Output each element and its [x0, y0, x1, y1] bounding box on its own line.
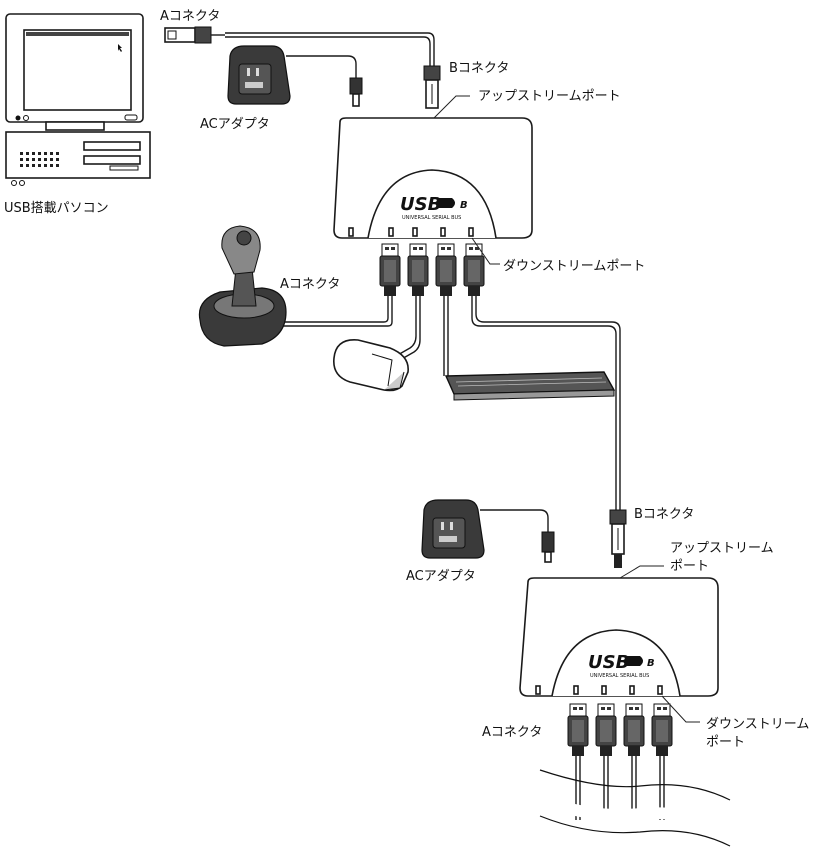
- top-b-connector: [423, 65, 441, 109]
- bottom-downstream-port-label-1: ダウンストリーム: [706, 717, 809, 732]
- top-ac-adapter-label: ACアダプタ: [200, 117, 270, 132]
- top-hub-logo-suffix: B: [460, 200, 468, 211]
- bottom-usb-hub: USB B UNIVERSAL SERIAL BUS: [519, 577, 719, 697]
- top-usb-hub: USB B UNIVERSAL SERIAL BUS: [333, 117, 533, 239]
- bottom-upstream-port-label-2: ポート: [670, 559, 709, 574]
- top-downstream-port-label: ダウンストリームポート: [503, 259, 645, 274]
- pc-illustration: [5, 13, 151, 186]
- bottom-ac-adapter: [421, 499, 555, 563]
- pc-label: USB搭載パソコン: [4, 200, 109, 216]
- top-hub-logo-sub: UNIVERSAL SERIAL BUS: [402, 215, 461, 221]
- mid-b-connector-label: Bコネクタ: [634, 507, 694, 522]
- top-downstream-plugs: [379, 243, 485, 296]
- top-a-connector-label: Aコネクタ: [160, 9, 220, 24]
- mid-b-connector: [609, 509, 627, 568]
- bottom-hub-logo: USB: [588, 652, 629, 673]
- cable-cutoff-waves: [539, 769, 731, 847]
- bottom-upstream-port-label-1: アップストリーム: [670, 541, 774, 556]
- keyboard-illustration: [444, 371, 616, 401]
- bottom-ac-adapter-label: ACアダプタ: [406, 569, 476, 584]
- top-hub-logo: USB: [400, 194, 441, 215]
- top-ac-adapter: [227, 45, 363, 107]
- mouse-illustration: [333, 339, 409, 392]
- top-b-connector-label: Bコネクタ: [449, 61, 509, 76]
- bottom-hub-logo-sub: UNIVERSAL SERIAL BUS: [590, 673, 649, 679]
- bottom-downstream-plugs: [567, 703, 673, 820]
- mid-a-connector-label: Aコネクタ: [280, 277, 340, 292]
- bottom-a-connector-label: Aコネクタ: [482, 725, 542, 740]
- top-a-connector: [164, 26, 225, 44]
- bottom-downstream-port-label-2: ポート: [706, 735, 745, 750]
- joystick-illustration: [198, 225, 287, 347]
- top-upstream-port-label: アップストリームポート: [478, 89, 621, 104]
- bottom-hub-logo-suffix: B: [647, 658, 655, 669]
